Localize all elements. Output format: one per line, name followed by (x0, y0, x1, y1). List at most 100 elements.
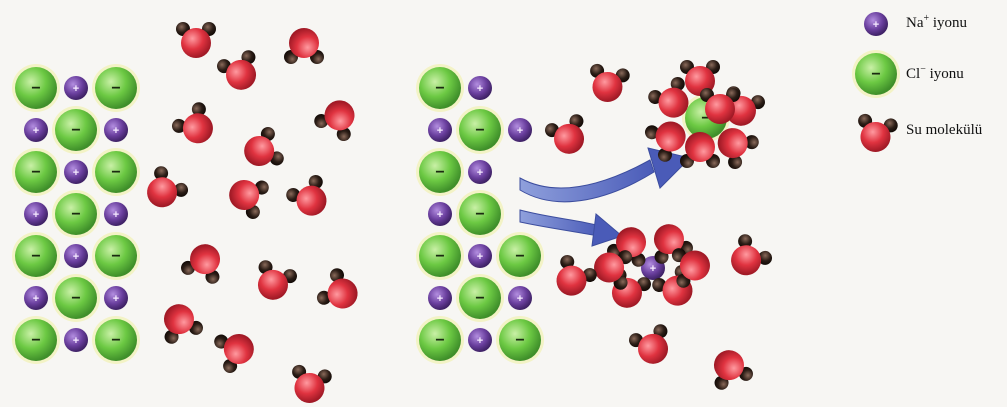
water-molecule (176, 22, 216, 58)
svg-text:−: − (515, 248, 524, 265)
svg-text:−: − (111, 164, 120, 181)
water-molecule (312, 92, 365, 143)
svg-text:+: + (113, 125, 119, 137)
svg-text:+: + (73, 167, 79, 179)
water-molecule (705, 344, 755, 392)
legend-sodium: Na+ iyonu (906, 13, 967, 32)
svg-text:−: − (111, 248, 120, 265)
svg-text:+: + (113, 209, 119, 221)
lattice-chloride-ion: − (92, 64, 140, 112)
lattice-sodium-ion: + (104, 202, 128, 226)
lattice-chloride-ion: − (12, 64, 60, 112)
svg-text:−: − (435, 164, 444, 181)
svg-text:+: + (33, 209, 39, 221)
svg-text:+: + (517, 125, 523, 137)
svg-text:+: + (113, 293, 119, 305)
legend-chloride: Cl− iyonu (906, 64, 964, 83)
svg-text:−: − (435, 248, 444, 265)
svg-text:−: − (435, 80, 444, 97)
lattice-sodium-ion: + (508, 118, 532, 142)
legend-water-icon (853, 113, 899, 155)
lattice-chloride-ion: − (12, 316, 60, 364)
lattice-sodium-ion: + (428, 286, 452, 310)
water-molecule (155, 298, 205, 346)
water-molecule (284, 172, 337, 223)
svg-text:+: + (73, 83, 79, 95)
lattice-sodium-ion: + (508, 286, 532, 310)
water-molecule (585, 63, 631, 105)
svg-text:+: + (477, 251, 483, 263)
legend-water: Su molekülü (906, 122, 982, 139)
lattice-sodium-ion: + (64, 244, 88, 268)
water-molecule (215, 48, 265, 96)
water-molecule (137, 163, 191, 216)
lattice-sodium-ion: + (468, 160, 492, 184)
water-molecule (287, 364, 333, 406)
lattice-sodium-ion: + (24, 118, 48, 142)
lattice-chloride-ion: − (416, 232, 464, 280)
svg-text:+: + (517, 293, 523, 305)
water-molecule (543, 112, 593, 160)
lattice-chloride-ion: − (52, 274, 100, 322)
lattice-chloride-ion: − (496, 316, 544, 364)
lattice-chloride-ion: − (52, 106, 100, 154)
svg-text:−: − (31, 332, 40, 349)
svg-text:+: + (437, 293, 443, 305)
svg-text:−: − (435, 332, 444, 349)
lattice-chloride-ion: − (52, 190, 100, 238)
svg-text:−: − (71, 206, 80, 223)
hydration-water-molecule (680, 60, 720, 96)
svg-text:+: + (73, 335, 79, 347)
legend-water-label: Su molekülü (906, 122, 982, 139)
svg-text:−: − (475, 122, 484, 139)
lattice-sodium-ion: + (428, 118, 452, 142)
lattice-chloride-ion: − (416, 316, 464, 364)
svg-text:−: − (71, 290, 80, 307)
lattice-sodium-ion: + (468, 76, 492, 100)
legend-sodium-icon: + (864, 12, 888, 36)
water-molecule (721, 231, 775, 284)
svg-text:−: − (515, 332, 524, 349)
svg-text:−: − (475, 206, 484, 223)
svg-text:+: + (33, 125, 39, 137)
lattice-sodium-ion: + (428, 202, 452, 226)
lattice-sodium-ion: + (24, 202, 48, 226)
water-molecule (238, 125, 286, 175)
lattice-chloride-ion: − (92, 148, 140, 196)
lattice-sodium-ion: + (64, 328, 88, 352)
lattice-chloride-ion: − (456, 106, 504, 154)
lattice-chloride-ion: − (92, 232, 140, 280)
lattice-sodium-ion: + (468, 244, 492, 268)
lattice-chloride-ion: − (416, 148, 464, 196)
svg-text:+: + (437, 125, 443, 137)
svg-text:+: + (33, 293, 39, 305)
lattice-chloride-ion: − (456, 274, 504, 322)
svg-text:+: + (437, 209, 443, 221)
water-molecule (223, 171, 271, 221)
legend-chloride-icon: − (852, 50, 900, 98)
lattice-chloride-ion: − (456, 190, 504, 238)
lattice-sodium-ion: + (104, 286, 128, 310)
svg-text:−: − (31, 164, 40, 181)
svg-text:−: − (111, 80, 120, 97)
lattice-chloride-ion: − (12, 232, 60, 280)
water-molecule (179, 238, 229, 286)
lattice-chloride-ion: − (92, 316, 140, 364)
water-molecule (212, 325, 260, 375)
svg-text:+: + (873, 19, 879, 31)
svg-text:+: + (477, 335, 483, 347)
svg-text:−: − (871, 66, 880, 83)
water-molecule (249, 258, 299, 306)
svg-text:+: + (73, 251, 79, 263)
lattice-sodium-ion: + (24, 286, 48, 310)
water-molecule (169, 99, 223, 152)
lattice-sodium-ion: + (468, 328, 492, 352)
svg-text:−: − (71, 122, 80, 139)
legend-chloride-label: Cl− iyonu (906, 64, 964, 83)
svg-text:−: − (475, 290, 484, 307)
svg-text:−: − (111, 332, 120, 349)
lattice-sodium-ion: + (64, 76, 88, 100)
lattice-chloride-ion: − (496, 232, 544, 280)
